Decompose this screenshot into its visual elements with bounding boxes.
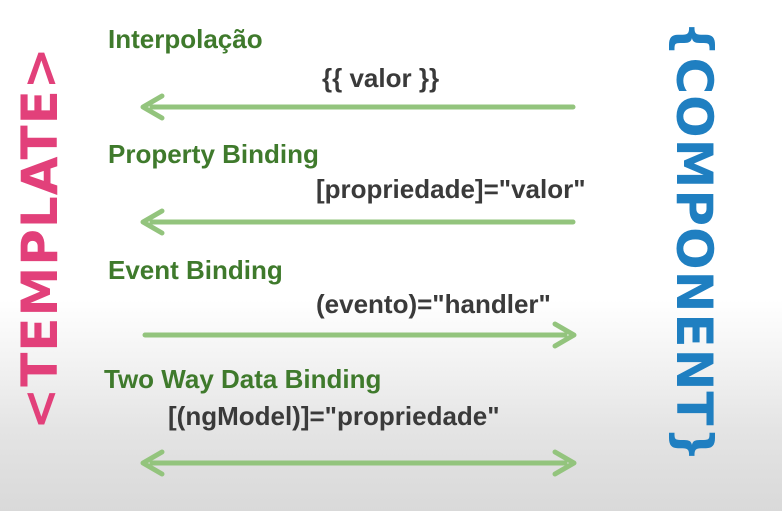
event-binding-arrow <box>142 321 577 349</box>
two-way-binding-title: Two Way Data Binding <box>104 364 382 394</box>
two-way-binding-code: [(ngModel)]="propriedade" <box>168 401 500 431</box>
event-binding-code: (evento)="handler" <box>316 289 551 319</box>
property-binding-title: Property Binding <box>108 139 319 169</box>
event-binding-title: Event Binding <box>108 255 283 285</box>
property-binding-code: [propriedade]="valor" <box>316 174 586 204</box>
interpolation-arrow <box>140 93 576 121</box>
two-way-binding-arrow <box>140 449 577 477</box>
property-binding-arrow <box>140 208 576 236</box>
interpolation-title: Interpolação <box>108 24 263 54</box>
interpolation-code: {{ valor }} <box>322 63 440 93</box>
